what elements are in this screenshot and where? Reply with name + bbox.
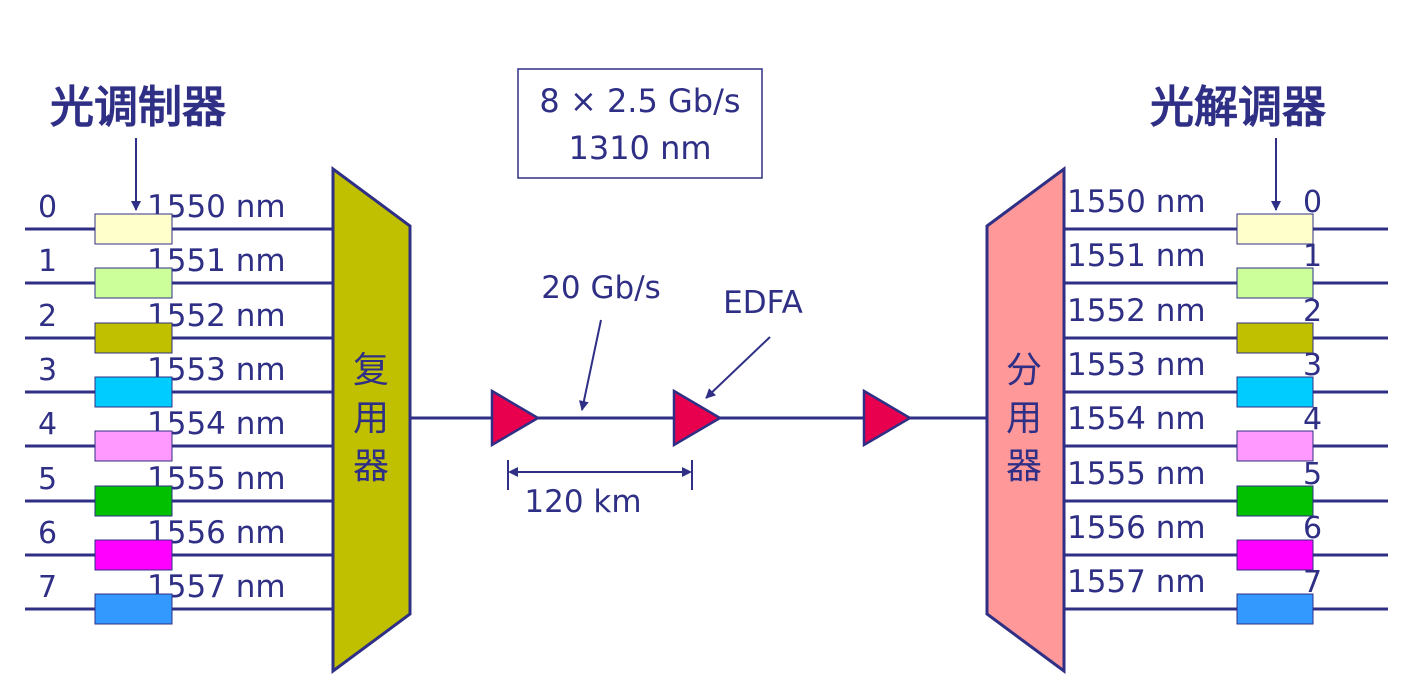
span-label: 120 km [524,484,641,520]
rx-channel-wavelength: 1550 nm [1067,184,1206,220]
modulator-block-1 [94,267,173,299]
modulator-block-7 [94,593,173,625]
tx-channel-number: 1 [38,244,57,279]
demux-label-char-3: 器 [1006,446,1042,487]
mux-label-char-1: 复 [353,350,389,391]
tx-channel-number: 3 [38,353,57,388]
edfa-label: EDFA [723,285,803,321]
rx-channel-number: 6 [1303,511,1322,546]
modulator-title: 光调制器 [50,82,227,133]
rx-channel-number: 1 [1303,239,1322,274]
modulator-block-6 [94,539,173,571]
info-box [517,68,763,179]
multiplexer [331,166,412,674]
amplifier-1 [490,388,541,448]
demodulator-block-1 [1236,267,1314,299]
rx-channel-number: 0 [1303,185,1322,220]
modulator-block-0 [94,213,173,245]
rx-channel-wavelength: 1553 nm [1067,347,1206,383]
demodulator-block-4 [1236,430,1314,462]
rx-channel-number: 4 [1303,402,1322,437]
amplifier-3 [862,388,913,448]
modulator-block-2 [94,322,173,354]
edfa-pointer-arrow [705,336,771,399]
rx-channel-wavelength: 1555 nm [1067,456,1206,492]
rx-channel-number: 7 [1303,565,1322,600]
mux-label-char-2: 用 [353,398,389,439]
mux-label-char-3: 器 [353,446,389,487]
info-box-rate: 8 × 2.5 Gb/s [539,82,740,120]
demodulator-block-7 [1236,593,1314,625]
demux-label-char-1: 分 [1006,350,1042,391]
demodulator-title: 光解调器 [1150,82,1327,133]
rx-channel-number: 3 [1303,348,1322,383]
rate-label: 20 Gb/s [541,270,661,306]
demodulator-block-3 [1236,376,1314,408]
amplifier-2 [672,388,723,448]
demultiplexer [985,166,1066,674]
tx-channel-number: 4 [38,407,57,442]
rx-channel-wavelength: 1556 nm [1067,510,1206,546]
rx-channel-number: 5 [1303,457,1322,492]
info-box-wavelength: 1310 nm [568,129,711,167]
demodulator-block-5 [1236,485,1314,517]
receive-channels: 0 1550 nm 1 1551 nm 2 1552 nm 3 1553 nm 4 1554 nm… [1064,184,1388,625]
rx-channel-wavelength: 1552 nm [1067,293,1206,329]
tx-channel-number: 0 [38,190,57,225]
modulator-block-3 [94,376,173,408]
demodulator-block-0 [1236,213,1314,245]
demodulator-block-2 [1236,322,1314,354]
tx-channel-number: 7 [38,570,57,605]
rx-channel-number: 2 [1303,294,1322,329]
demodulator-block-6 [1236,539,1314,571]
modulator-block-5 [94,485,173,517]
rate-pointer-arrow [578,319,602,411]
rx-channel-wavelength: 1554 nm [1067,401,1206,437]
tx-channel-number: 5 [38,462,57,497]
rx-channel-wavelength: 1557 nm [1067,564,1206,600]
demux-label-char-2: 用 [1006,398,1042,439]
tx-channel-number: 2 [38,299,57,334]
rx-channel-wavelength: 1551 nm [1067,238,1206,274]
modulator-block-4 [94,430,173,462]
tx-channel-number: 6 [38,516,57,551]
